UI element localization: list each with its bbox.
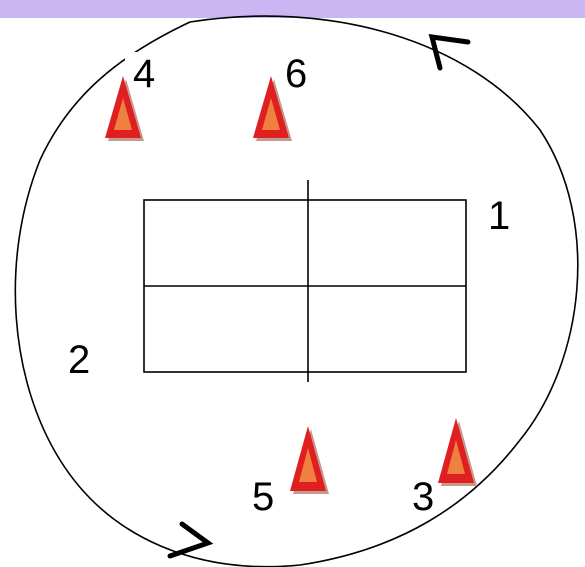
circle-gap [125,52,139,78]
rotation-circle [14,15,579,567]
position-label-3: 3 [412,475,434,519]
header-band [0,0,585,18]
position-label-4: 4 [133,52,155,96]
cone-icon [438,418,477,486]
cone-icon [253,76,292,141]
chevron-right-icon [167,521,214,559]
position-label-6: 6 [285,52,307,96]
position-label-5: 5 [252,475,274,519]
position-label-2: 2 [68,338,90,382]
position-label-1: 1 [488,194,510,238]
chevron-left-icon [428,34,471,71]
cone-icon [290,426,329,494]
cone-icon [105,76,144,141]
